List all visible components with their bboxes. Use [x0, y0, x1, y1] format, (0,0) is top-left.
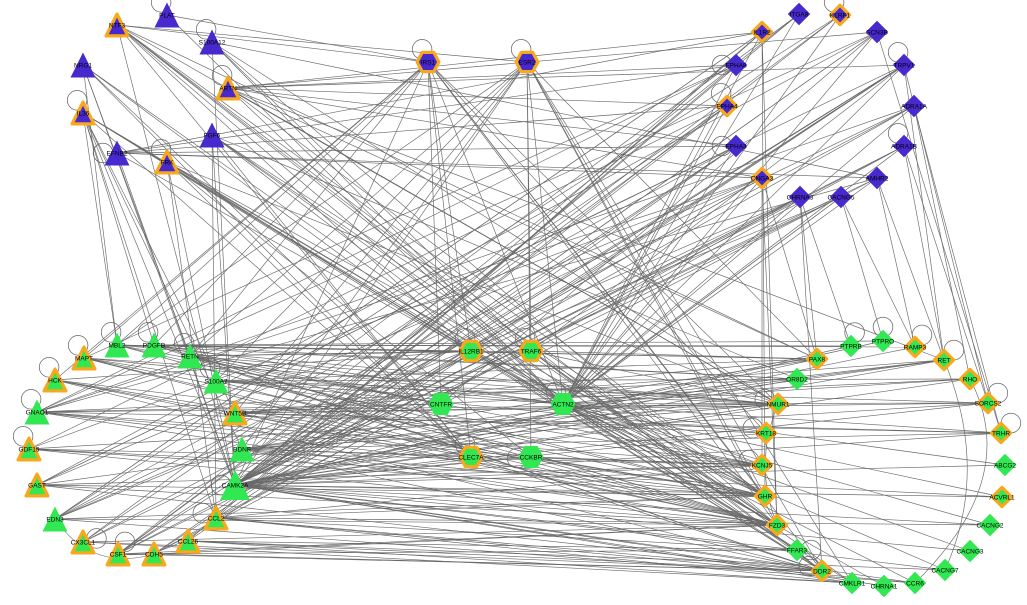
svg-text:MAPT: MAPT: [75, 355, 93, 362]
svg-text:DDR2: DDR2: [813, 568, 831, 575]
svg-text:RAMP3: RAMP3: [904, 344, 927, 351]
svg-text:AMHR2: AMHR2: [866, 175, 889, 182]
svg-text:TRAF6: TRAF6: [521, 348, 542, 355]
svg-text:OR8D2: OR8D2: [786, 376, 808, 383]
svg-text:FRK: FRK: [161, 159, 175, 166]
svg-text:WNT5B: WNT5B: [224, 410, 247, 417]
svg-text:IL1R2: IL1R2: [753, 29, 771, 36]
svg-text:NMUR1: NMUR1: [766, 401, 789, 408]
svg-text:CACNG5: CACNG5: [827, 194, 854, 201]
svg-text:CNTFR: CNTFR: [430, 401, 452, 408]
svg-text:CLEC7A: CLEC7A: [458, 454, 484, 461]
svg-text:EPHA3: EPHA3: [725, 143, 747, 150]
svg-text:KRT18: KRT18: [756, 430, 776, 437]
svg-text:KCNJ5: KCNJ5: [752, 462, 773, 469]
svg-text:GDF15: GDF15: [19, 446, 40, 453]
svg-text:CDH5: CDH5: [145, 551, 163, 558]
svg-text:SCN3B: SCN3B: [866, 29, 888, 36]
svg-text:CCR6: CCR6: [906, 580, 924, 587]
svg-text:TRHR: TRHR: [992, 430, 1010, 437]
svg-text:CACNG7: CACNG7: [931, 567, 958, 574]
svg-text:CACNG2: CACNG2: [976, 522, 1003, 529]
svg-text:TRPV1: TRPV1: [894, 62, 915, 69]
svg-text:CAMK2A: CAMK2A: [222, 482, 249, 489]
svg-text:CACNG3: CACNG3: [956, 548, 983, 555]
svg-text:ITGA8: ITGA8: [790, 11, 809, 18]
svg-text:CHRNA3: CHRNA3: [787, 194, 814, 201]
svg-text:S100A7: S100A7: [204, 378, 228, 385]
svg-text:ACTN2: ACTN2: [552, 401, 574, 408]
svg-text:KLRF1: KLRF1: [830, 12, 851, 19]
svg-text:EFNB2: EFNB2: [107, 150, 128, 157]
svg-text:CCL26: CCL26: [178, 538, 199, 545]
svg-text:ACVRL1: ACVRL1: [989, 494, 1015, 501]
svg-text:CMKLR1: CMKLR1: [839, 580, 866, 587]
svg-text:EPHA4: EPHA4: [716, 103, 738, 110]
svg-text:FGF6: FGF6: [204, 132, 221, 139]
svg-text:HCK: HCK: [48, 377, 62, 384]
svg-text:PTPRO: PTPRO: [872, 338, 894, 345]
svg-text:GNAO1: GNAO1: [26, 409, 49, 416]
svg-text:ADRA1B: ADRA1B: [891, 143, 917, 150]
svg-text:CCKBR: CCKBR: [520, 454, 543, 461]
svg-text:RETN: RETN: [181, 353, 199, 360]
svg-text:FZD3: FZD3: [769, 522, 786, 529]
svg-text:ESR2: ESR2: [519, 59, 536, 66]
svg-text:NTF3: NTF3: [109, 22, 126, 29]
svg-text:CNGA3: CNGA3: [751, 175, 774, 182]
svg-text:RET: RET: [938, 357, 951, 364]
svg-text:SORCS2: SORCS2: [975, 400, 1002, 407]
svg-text:CCL2: CCL2: [208, 515, 225, 522]
svg-text:CX3CL1: CX3CL1: [71, 539, 96, 546]
svg-text:MBL2: MBL2: [109, 342, 126, 349]
svg-text:GHR: GHR: [758, 493, 773, 500]
svg-text:NRG1: NRG1: [74, 62, 92, 69]
svg-text:PLAT: PLAT: [159, 12, 175, 19]
svg-text:S100A12: S100A12: [199, 39, 226, 46]
svg-text:IL12RB1: IL12RB1: [458, 348, 484, 355]
svg-text:PDGFB: PDGFB: [143, 342, 165, 349]
svg-text:RHO: RHO: [963, 376, 977, 383]
svg-text:IL36: IL36: [77, 110, 90, 117]
svg-text:ADRA1A: ADRA1A: [901, 103, 928, 110]
svg-text:CHRNA1: CHRNA1: [871, 583, 898, 590]
svg-text:PAX8: PAX8: [809, 356, 826, 363]
svg-text:EDN3: EDN3: [46, 516, 64, 523]
svg-text:FFAR3: FFAR3: [787, 547, 808, 554]
svg-text:GAST: GAST: [28, 482, 46, 489]
svg-text:IRS1: IRS1: [421, 59, 436, 66]
svg-text:ARTN: ARTN: [219, 85, 237, 92]
svg-text:BDNF: BDNF: [233, 446, 251, 453]
svg-text:CSF1: CSF1: [110, 551, 127, 558]
svg-text:PTPRB: PTPRB: [840, 343, 862, 350]
svg-text:EPHA8: EPHA8: [725, 62, 747, 69]
svg-text:ABCG2: ABCG2: [994, 462, 1016, 469]
